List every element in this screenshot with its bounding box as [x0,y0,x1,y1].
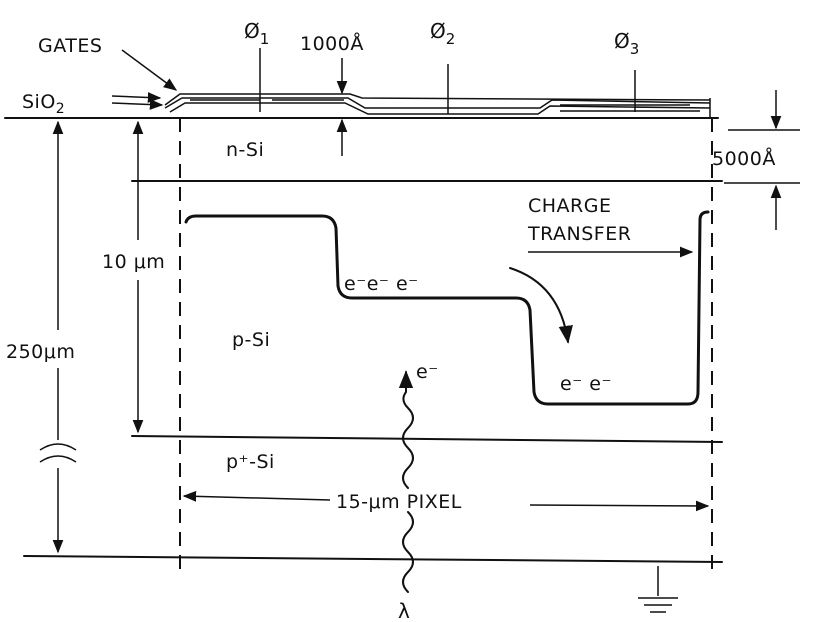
charge-transfer-label-line1: CHARGE [528,195,611,217]
potential-well-profile [184,210,710,406]
n-thickness-label: 5000Å [712,147,776,170]
gate-oxide-structure [164,93,711,118]
phi2-label: Ø2 [430,19,455,48]
oxide-thickness-label: 1000Å [300,32,364,55]
photo-electron-label: e⁻ [416,361,439,383]
electron-flow-arrow [509,267,573,344]
pixel-dim-arrow-right [529,500,710,512]
p-pplus-boundary-line [131,435,723,443]
gates-label: GATES [38,35,102,57]
gates-arrow [121,49,178,91]
wafer-thickness-label: 250μm [6,341,75,363]
charge-transfer-label-line2: TRANSFER [527,223,631,245]
pixel-dim-arrow-left [182,490,331,502]
n-si-label: n-Si [226,139,264,161]
ground-icon [638,566,678,613]
lambda-label: λ [398,599,410,622]
phi1-label: Ø1 [244,19,269,48]
p-plus-si-label: p⁺-Si [226,451,275,473]
sio2-label: SiO2 [22,91,65,117]
electrons-well2: e⁻ e⁻ [560,373,612,395]
sio2-arrow-lower [111,99,164,110]
axis-break-symbol [39,443,77,463]
photon-wave [403,372,413,593]
pixel-label: 15-μm PIXEL [336,491,462,513]
phi3-label: Ø3 [614,29,639,58]
bottom-contact-line [23,555,723,563]
epi-thickness-label: 10 μm [102,251,165,273]
p-si-label: p-Si [232,329,270,351]
electrons-well1: e⁻e⁻ e⁻ [344,273,419,295]
sio2-arrow-upper [111,92,162,103]
